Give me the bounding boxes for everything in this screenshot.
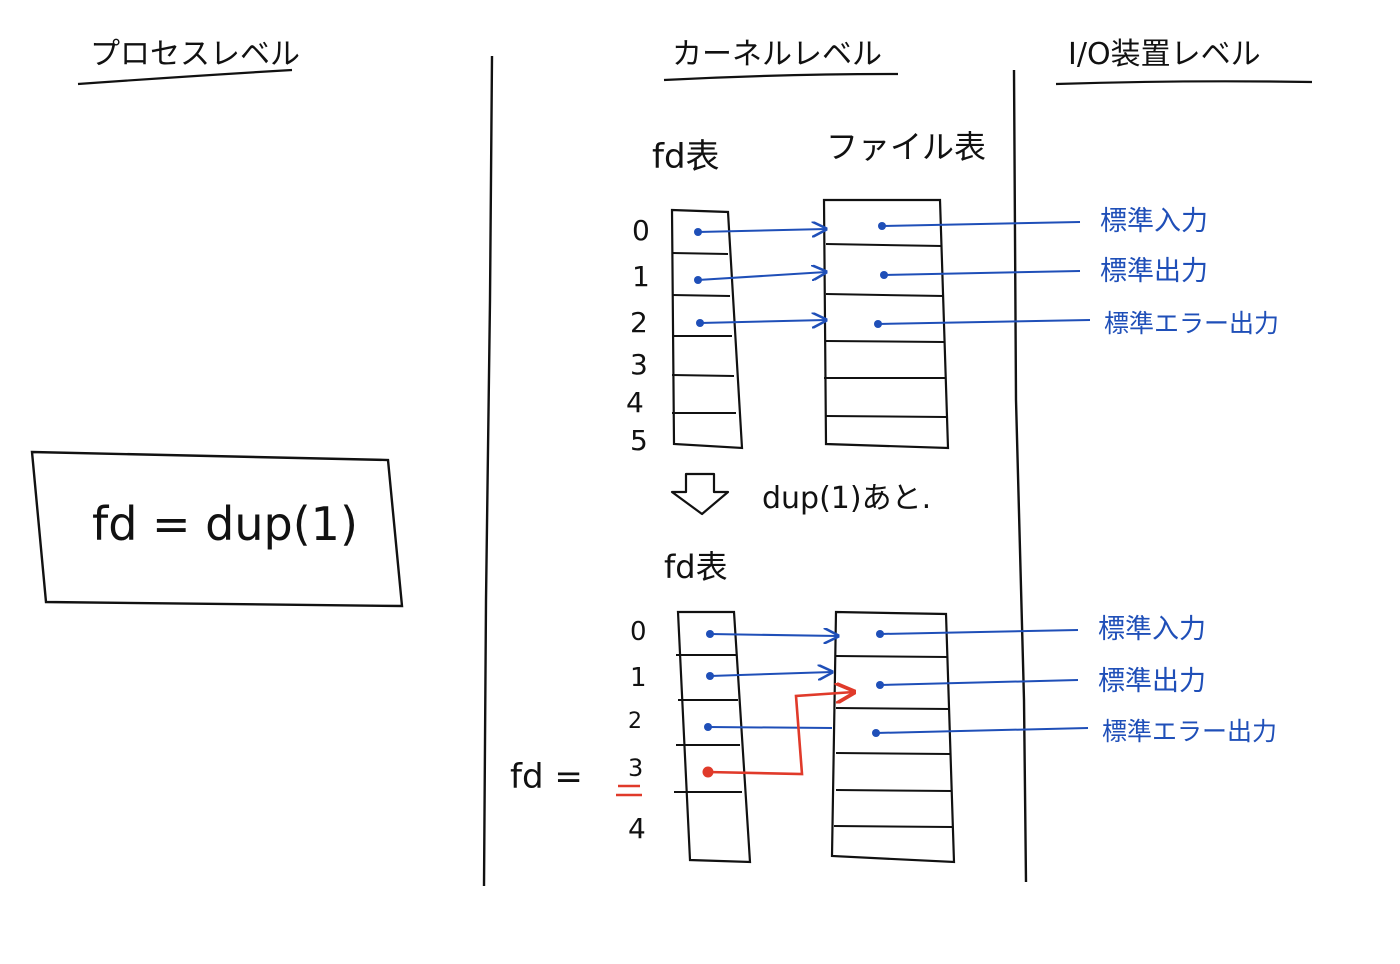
header-process-underline bbox=[77, 68, 293, 86]
before-fd-arrow bbox=[697, 229, 826, 232]
header-kernel: カーネルレベル bbox=[672, 37, 882, 72]
after-fd-arrow bbox=[707, 726, 833, 729]
after-file-table bbox=[830, 610, 956, 864]
before-fd-arrow bbox=[697, 272, 826, 281]
after-device-line bbox=[879, 629, 1079, 635]
before-device-line bbox=[883, 270, 1081, 276]
header-process: プロセスレベル bbox=[90, 37, 300, 72]
divider-right bbox=[1012, 69, 1028, 883]
before-fd-index: 4 bbox=[626, 386, 644, 419]
header-io: I/O装置レベル bbox=[1068, 37, 1261, 72]
after-fd-index: 1 bbox=[630, 663, 647, 693]
after-device-label: 標準入力 bbox=[1098, 614, 1206, 645]
after-file-row-line bbox=[833, 825, 953, 828]
before-file-table-title: ファイル表 bbox=[826, 128, 986, 166]
before-fd-table bbox=[670, 208, 744, 450]
after-fd-index: 4 bbox=[628, 812, 646, 845]
before-fd-index: 1 bbox=[632, 260, 650, 293]
transition-label: dup(1)あと. bbox=[762, 481, 931, 516]
divider-left bbox=[482, 55, 494, 887]
before-fd-row-line bbox=[671, 374, 735, 377]
before-fd-index: 2 bbox=[630, 306, 648, 339]
process-code: fd = dup(1) bbox=[92, 497, 358, 551]
before-fd-index: 3 bbox=[630, 348, 648, 381]
after-fd-arrow bbox=[709, 634, 838, 636]
before-fd-index: 5 bbox=[630, 424, 648, 457]
before-fd-table-title: fd表 bbox=[652, 137, 720, 177]
after-fd-index: 0 bbox=[630, 617, 647, 647]
before-fd-row-line bbox=[671, 294, 731, 297]
after-fd-index-highlighted: 3 bbox=[628, 754, 643, 782]
before-device-line bbox=[881, 221, 1081, 227]
after-new-fd-arrow bbox=[707, 692, 854, 776]
after-fd-table bbox=[676, 610, 752, 864]
before-fd-arrow bbox=[699, 320, 826, 323]
before-file-row-line bbox=[825, 293, 945, 297]
before-device-line bbox=[877, 319, 1091, 325]
process-box bbox=[30, 450, 404, 608]
before-file-row-line bbox=[825, 243, 943, 247]
after-fd-index: 2 bbox=[628, 709, 642, 734]
after-fd-result-label: fd = bbox=[510, 757, 583, 797]
before-device-label: 標準エラー出力 bbox=[1104, 309, 1279, 338]
before-device-label: 標準出力 bbox=[1100, 256, 1208, 287]
after-file-row-line bbox=[835, 707, 951, 710]
after-device-line bbox=[875, 727, 1089, 734]
header-kernel-underline bbox=[663, 72, 899, 82]
before-fd-index: 0 bbox=[632, 214, 650, 247]
after-file-row-line bbox=[835, 752, 951, 755]
header-io-underline bbox=[1055, 80, 1313, 86]
before-device-label: 標準入力 bbox=[1100, 206, 1208, 237]
before-fd-row-line bbox=[671, 252, 729, 255]
after-device-line bbox=[879, 679, 1079, 686]
before-file-row-line bbox=[825, 340, 945, 343]
before-file-row-line bbox=[825, 415, 947, 418]
after-file-row-line bbox=[835, 789, 953, 792]
after-fd-arrow bbox=[709, 672, 832, 676]
after-file-row-line bbox=[835, 655, 949, 658]
after-device-label: 標準出力 bbox=[1098, 666, 1206, 697]
transition-down-arrow-icon bbox=[670, 472, 730, 516]
before-file-table bbox=[822, 198, 950, 450]
after-device-label: 標準エラー出力 bbox=[1102, 717, 1277, 746]
after-fd-table-title: fd表 bbox=[664, 548, 728, 586]
